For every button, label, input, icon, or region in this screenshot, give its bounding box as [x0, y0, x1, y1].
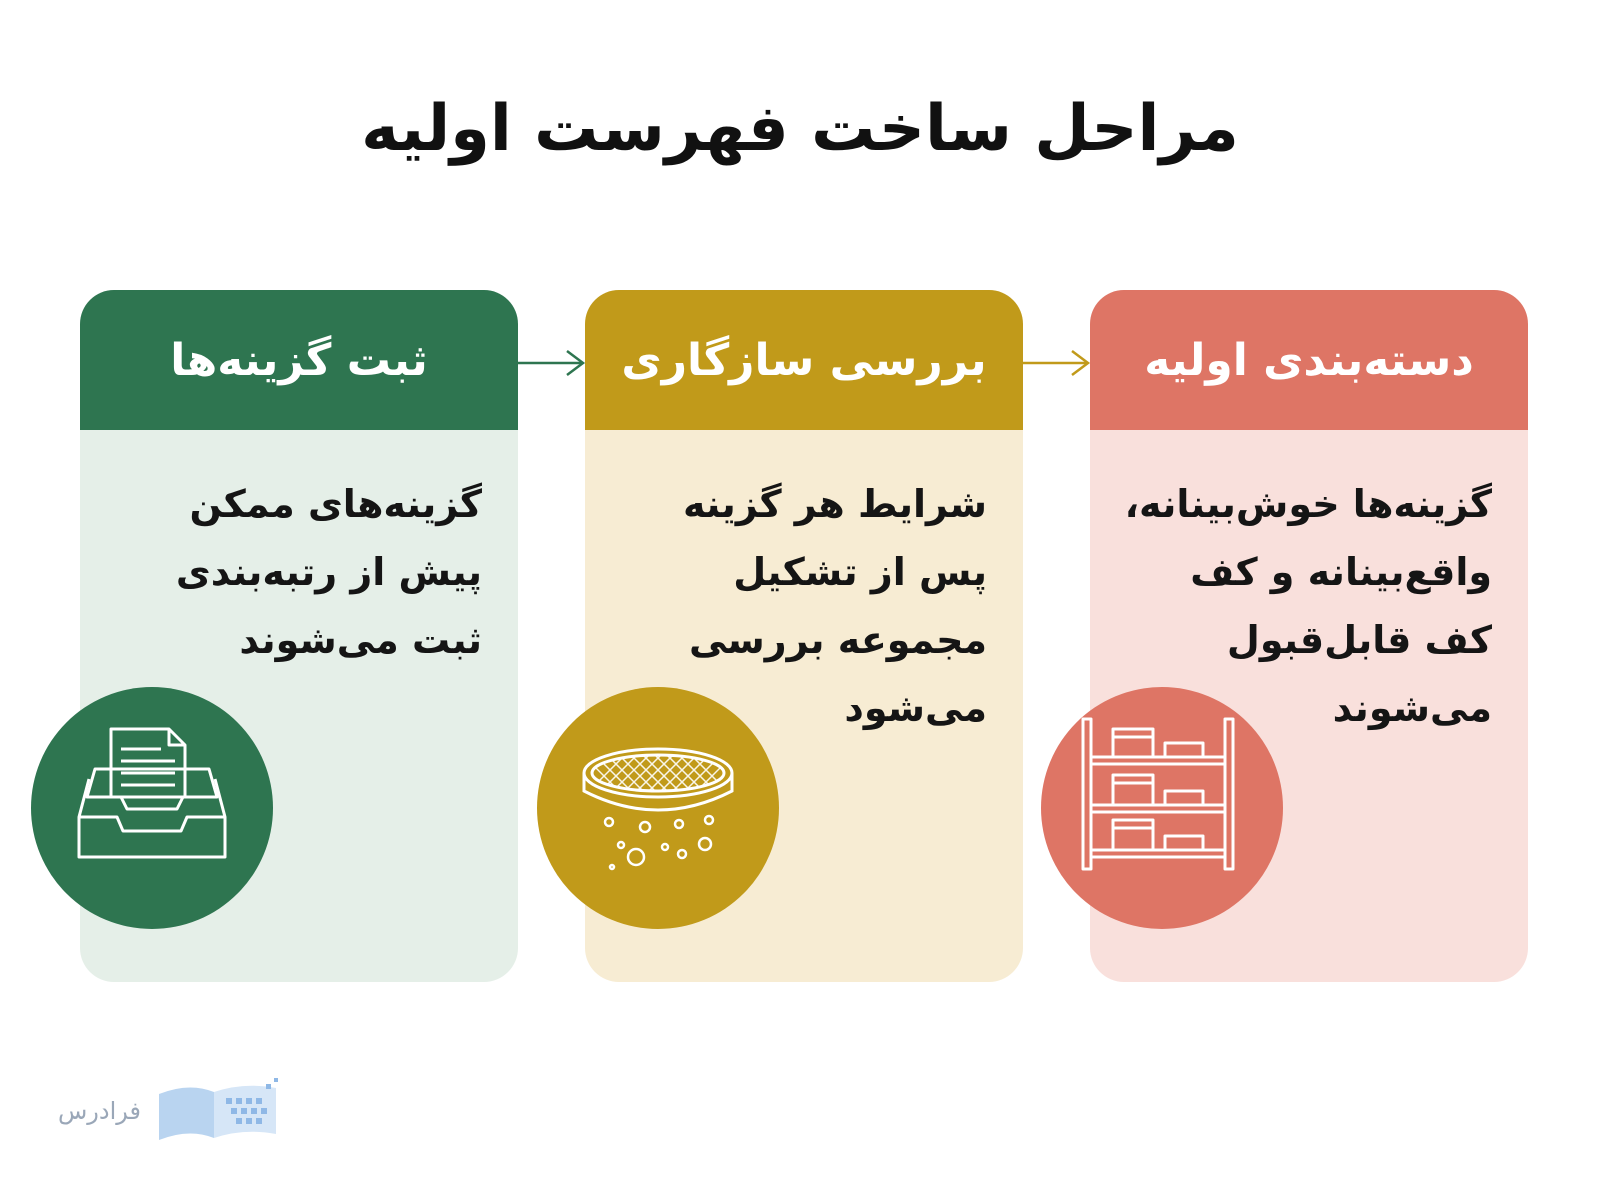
description-line: ثبت می‌شوند: [239, 618, 482, 662]
description-line: می‌شود: [844, 686, 987, 730]
step-description: گزینه‌ها خوش‌بینانه، واقع‌بینانه و کف کف…: [1122, 470, 1492, 742]
description-line: پیش از رتبه‌بندی: [175, 550, 482, 594]
description-line: واقع‌بینانه و کف: [1190, 550, 1492, 594]
step-badge: [537, 687, 779, 929]
step-badge: [1041, 687, 1283, 929]
sieve-icon: [582, 747, 734, 871]
arrow-right-icon: [1022, 350, 1091, 376]
step-description: شرایط هر گزینه پس از تشکیل مجموعه بررسی …: [617, 470, 987, 742]
description-line: شرایط هر گزینه: [683, 482, 987, 526]
step-header: ثبت گزینه‌ها: [80, 290, 518, 430]
description-line: گزینه‌ها خوش‌بینانه،: [1124, 482, 1492, 526]
description-line: کف قابل‌قبول: [1226, 618, 1492, 662]
description-line: پس از تشکیل: [733, 550, 987, 594]
arrow-right-icon: [517, 350, 586, 376]
step-description: گزینه‌های ممکن پیش از رتبه‌بندی ثبت می‌ش…: [112, 470, 482, 674]
shelves-icon: [1081, 717, 1235, 871]
step-badge: [31, 687, 273, 929]
logo-text: فرادرس: [58, 1097, 141, 1125]
description-line: می‌شوند: [1332, 686, 1492, 730]
description-line: گزینه‌های ممکن: [189, 482, 482, 526]
inbox-tray-icon: [77, 727, 227, 859]
step-header: دسته‌بندی اولیه: [1090, 290, 1528, 430]
book-logo-icon: [159, 1078, 278, 1140]
step-header: بررسی سازگاری: [585, 290, 1023, 430]
description-line: مجموعه بررسی: [688, 618, 987, 662]
page-title: مراحل ساخت فهرست اولیه: [361, 92, 1239, 166]
